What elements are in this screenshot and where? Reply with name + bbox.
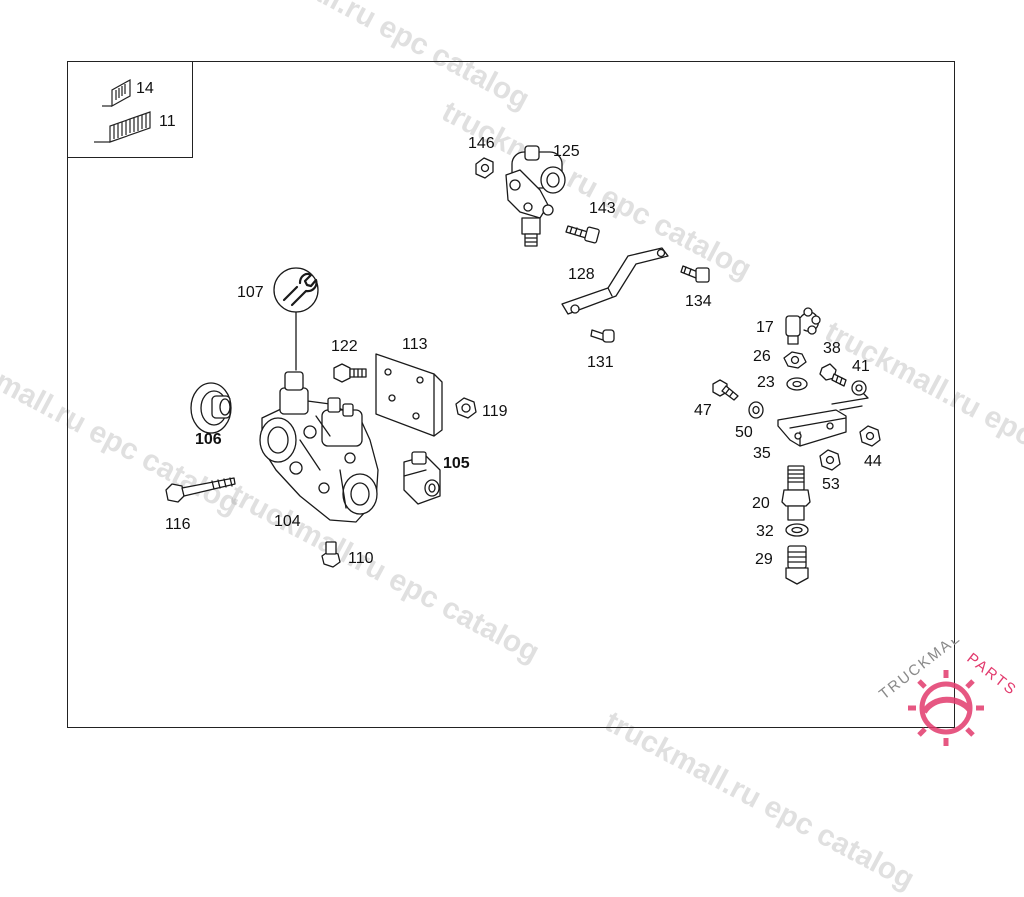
part-44-hex-nut[interactable] [859, 425, 881, 447]
part-104-relay-valve-body[interactable] [259, 371, 379, 523]
part-23-washer[interactable] [786, 377, 808, 391]
part-143-bolt[interactable] [565, 225, 600, 244]
part-32-seal-ring[interactable] [785, 523, 809, 537]
callout-131: 131 [587, 354, 614, 371]
part-113-mounting-plate[interactable] [375, 353, 443, 437]
part-38-bolt[interactable] [819, 363, 847, 387]
part-107-service-wrench-symbol [273, 267, 319, 371]
callout-35: 35 [753, 445, 771, 462]
callout-44: 44 [864, 453, 882, 470]
callout-53: 53 [822, 476, 840, 493]
part-35-angle-bracket[interactable] [777, 393, 869, 447]
part-122-bolt[interactable] [333, 363, 367, 383]
part-105-solenoid-valve[interactable] [403, 451, 441, 505]
part-134-bolt[interactable] [680, 265, 710, 283]
callout-41: 41 [852, 358, 870, 375]
part-119-hex-nut[interactable] [455, 397, 477, 419]
callout-20: 20 [752, 495, 770, 512]
part-41-washer[interactable] [851, 380, 867, 396]
part-53-hex-nut[interactable] [819, 449, 841, 471]
diagram-frame [67, 61, 955, 728]
part-106-cover-cap[interactable] [190, 382, 232, 434]
callout-143: 143 [589, 200, 616, 217]
part-146-hex-nut[interactable] [475, 157, 494, 179]
part-17-hose-fitting[interactable] [785, 307, 821, 345]
truckmall-parts-logo: TRUCKMALL PARTS [876, 640, 1021, 746]
callout-50: 50 [735, 424, 753, 441]
callout-47: 47 [694, 402, 712, 419]
callout-128: 128 [568, 266, 595, 283]
callout-38: 38 [823, 340, 841, 357]
callout-26: 26 [753, 348, 771, 365]
callout-134: 134 [685, 293, 712, 310]
callout-106: 106 [195, 431, 222, 448]
callout-110: 110 [348, 550, 374, 567]
part-20-union-fitting[interactable] [781, 465, 811, 521]
callout-116: 116 [165, 516, 191, 533]
part-125-valve-switch[interactable] [505, 145, 566, 247]
callout-113: 113 [402, 336, 428, 353]
legend-label-14: 14 [136, 80, 154, 97]
part-47-bolt[interactable] [712, 379, 739, 401]
legend-box: 14 11 [67, 61, 193, 158]
callout-17: 17 [756, 319, 774, 336]
callout-146: 146 [468, 135, 495, 152]
part-50-washer[interactable] [748, 401, 764, 419]
part-131-pin[interactable] [590, 329, 615, 343]
part-110-plug-screw[interactable] [321, 541, 341, 568]
callout-105: 105 [443, 455, 470, 472]
callout-23: 23 [757, 374, 775, 391]
part-128-bracket[interactable] [561, 247, 669, 315]
label-plate-large-icon [94, 111, 151, 143]
part-26-hex-nut[interactable] [783, 351, 807, 369]
callout-122: 122 [331, 338, 358, 355]
exploded-parts-drawing [165, 145, 881, 585]
callout-107: 107 [237, 284, 264, 301]
legend-label-11: 11 [159, 113, 176, 130]
label-plate-small-icon [102, 78, 131, 108]
logo-brand-accent: PARTS [964, 650, 1021, 699]
gear-logo-icon [908, 670, 984, 746]
part-116-long-bolt[interactable] [165, 477, 236, 503]
callout-104: 104 [274, 513, 301, 530]
callout-125: 125 [553, 143, 580, 160]
legend-symbols [94, 78, 151, 143]
part-29-banjo-bolt[interactable] [785, 545, 809, 585]
callout-29: 29 [755, 551, 773, 568]
callout-119: 119 [482, 403, 508, 420]
callout-32: 32 [756, 523, 774, 540]
